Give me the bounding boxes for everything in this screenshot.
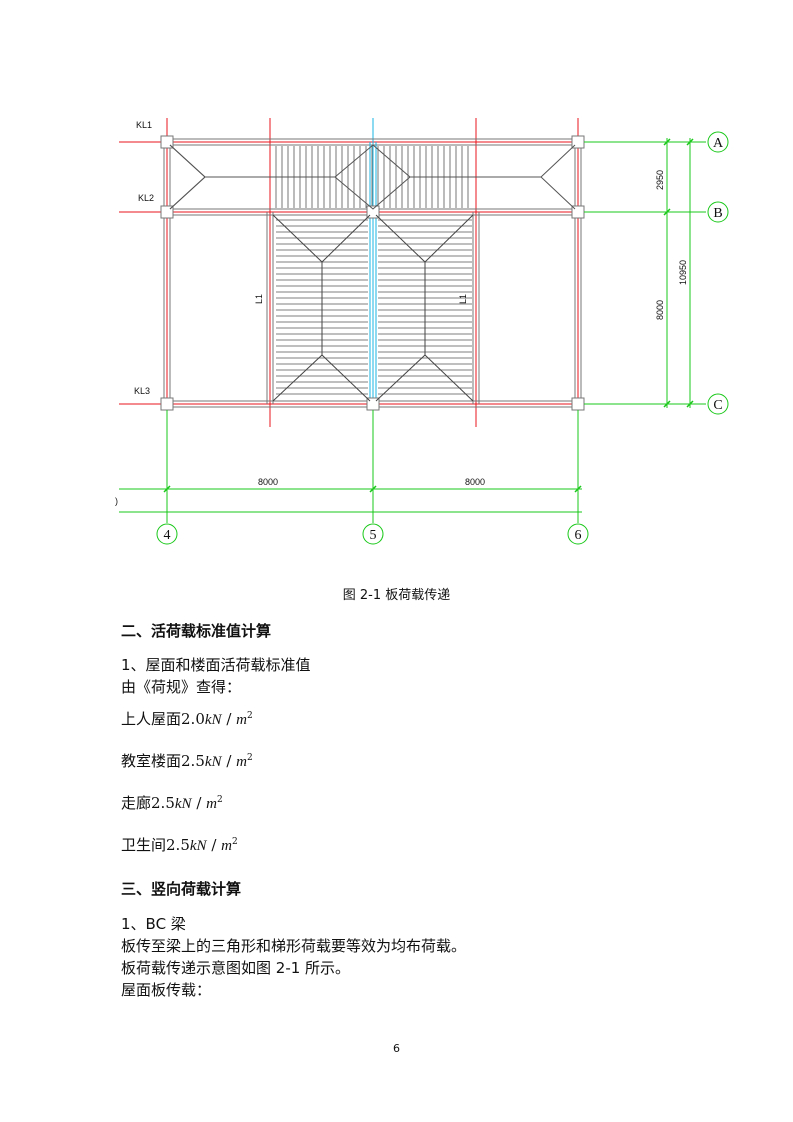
dim-8000-right: 8000 [465,477,485,487]
section-heading-live-load: 二、活荷载标准值计算 [121,622,272,640]
slab-hatching [275,146,472,395]
dimension-ticks [163,138,694,493]
load-item-toilet: 卫生间2.5kN / m2 [121,836,238,854]
body-line-3: 屋面板传载： [121,981,212,999]
dim-2950: 2950 [655,170,665,190]
section-heading-vertical-load: 三、竖向荷载计算 [121,880,242,898]
beam-label-kl2: KL2 [138,193,154,203]
subheading-roof-floor: 1、屋面和楼面活荷载标准值 [121,656,311,674]
axis-label-b: B [713,206,722,221]
dim-10950: 10950 [678,260,688,285]
axis-label-6: 6 [575,528,582,543]
axis-label-c: C [713,398,722,413]
figure-caption: 图 2-1 板荷载传递 [342,588,451,603]
body-line-2: 板荷载传递示意图如图 2-1 所示。 [121,959,351,977]
classroom-load-lines [272,214,474,402]
load-item-roof: 上人屋面2.0kN / m2 [121,710,253,728]
dim-fragment: ) [115,496,118,506]
beam-label-kl1: KL1 [136,120,152,130]
load-transfer-drawing: KL1 KL2 KL3 L1 L1 2950 8000 10950 8000 8… [115,118,729,545]
code-reference-line: 由《荷规》查得： [121,678,242,696]
body-line-1: 板传至梁上的三角形和梯形荷载要等效为均布荷载。 [121,937,467,955]
beam-label-kl3: KL3 [134,386,150,396]
subheading-bc-beam: 1、BC 梁 [121,915,186,933]
page-number: 6 [393,1042,400,1055]
dim-8000-vertical: 8000 [655,300,665,320]
axis-circles [156,131,729,545]
load-item-corridor: 走廊2.5kN / m2 [121,794,223,812]
load-item-classroom: 教室楼面2.5kN / m2 [121,752,253,770]
member-label-l1-right: L1 [458,294,468,304]
corridor-load-lines [169,144,576,210]
member-label-l1-left: L1 [254,294,264,304]
axis-label-4: 4 [164,528,171,543]
axis-label-5: 5 [370,528,377,543]
dimension-lines [119,138,706,523]
dim-8000-left: 8000 [258,477,278,487]
axis-label-a: A [713,136,724,151]
